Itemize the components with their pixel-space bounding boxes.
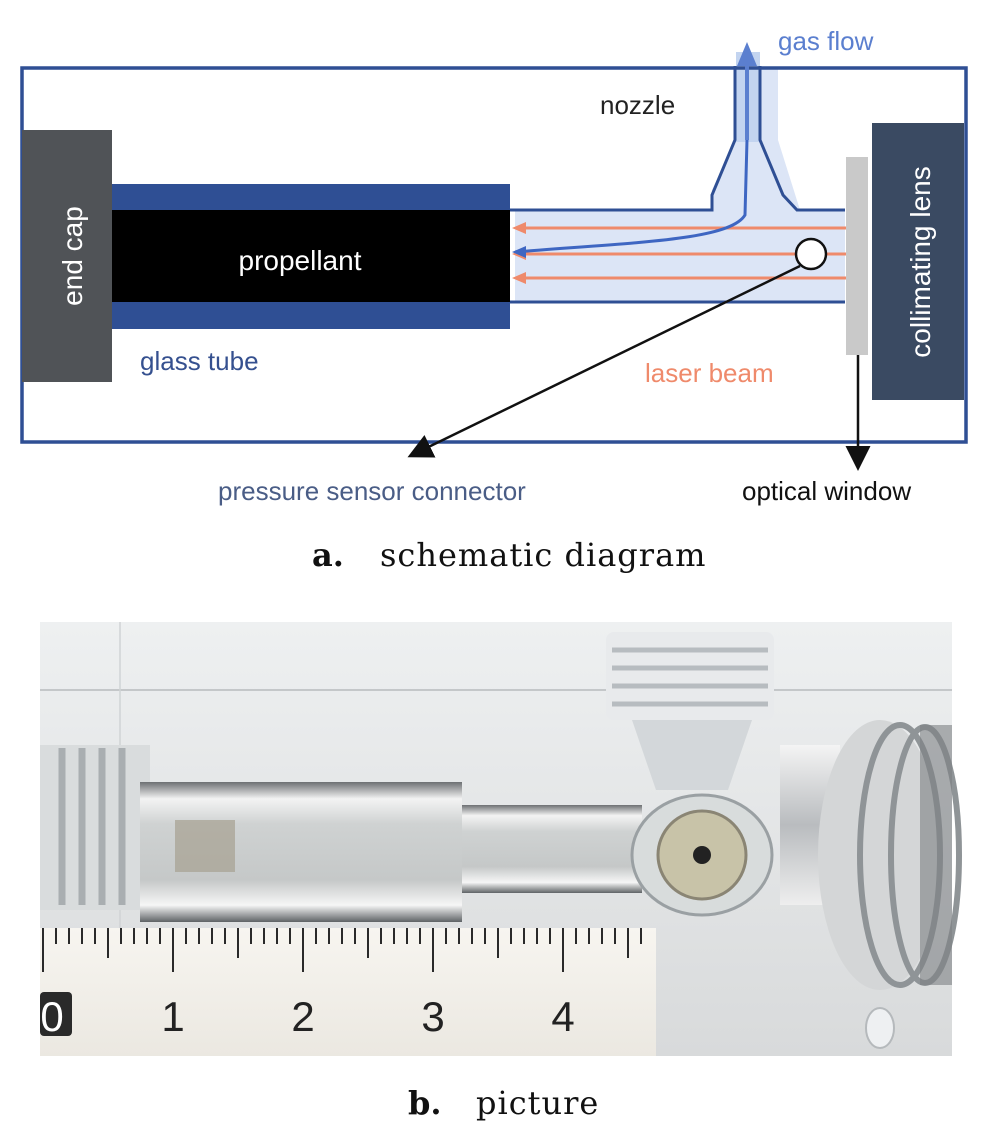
- ruler-number-1: 1: [161, 993, 184, 1040]
- nozzle-outline: [510, 66, 737, 212]
- ruler: 0 1 2 3 4: [40, 928, 656, 1056]
- right-threaded-cap: [780, 720, 962, 990]
- schematic-diagram: gas flow nozzle propellant glass tube en…: [20, 26, 968, 574]
- nozzle-outline-right: [758, 66, 845, 212]
- gas-flow-curve-head: [512, 246, 526, 258]
- gas-flow-arrowhead: [737, 42, 757, 66]
- ruler-number-3: 3: [421, 993, 444, 1040]
- caption-b-letter: b.: [408, 1084, 442, 1122]
- glass-tube-label: glass tube: [140, 346, 259, 376]
- caption-a-text: schematic diagram: [380, 536, 707, 574]
- pressure-sensor-arrow: [407, 264, 801, 458]
- end-cap-label: end cap: [57, 206, 88, 306]
- pressure-sensor-connector-label: pressure sensor connector: [218, 476, 526, 506]
- end-cap: [22, 130, 112, 382]
- nozzle-fitting: [606, 632, 774, 790]
- collimating-lens-label: collimating lens: [905, 166, 936, 357]
- ruler-zero-badge: [40, 992, 72, 1036]
- droplet: [865, 1007, 895, 1049]
- caption-b-text: picture: [476, 1084, 599, 1122]
- gas-flow-plume: [515, 68, 845, 302]
- laser-beam-label: laser beam: [645, 358, 774, 388]
- ruler-number-2: 2: [291, 993, 314, 1040]
- pressure-port-photo: [630, 793, 774, 917]
- pressure-port: [794, 237, 828, 271]
- collimating-lens: [872, 123, 964, 400]
- photo-picture: 0 1 2 3 4: [40, 622, 962, 1056]
- optical-window: [846, 157, 868, 355]
- ruler-number-4: 4: [551, 993, 574, 1040]
- propellant-sample: [175, 820, 235, 872]
- ruler-number-0: 0: [40, 993, 63, 1040]
- gas-flow-curve: [514, 139, 749, 254]
- propellant-label: propellant: [239, 245, 362, 276]
- left-threaded-cap: [40, 745, 150, 910]
- nozzle-label: nozzle: [600, 90, 675, 120]
- optical-window-label: optical window: [742, 476, 911, 506]
- inner-tube: [462, 805, 642, 893]
- caption-a-letter: a.: [312, 536, 344, 574]
- propellant-block: [112, 210, 510, 302]
- gas-flow-label: gas flow: [778, 26, 874, 56]
